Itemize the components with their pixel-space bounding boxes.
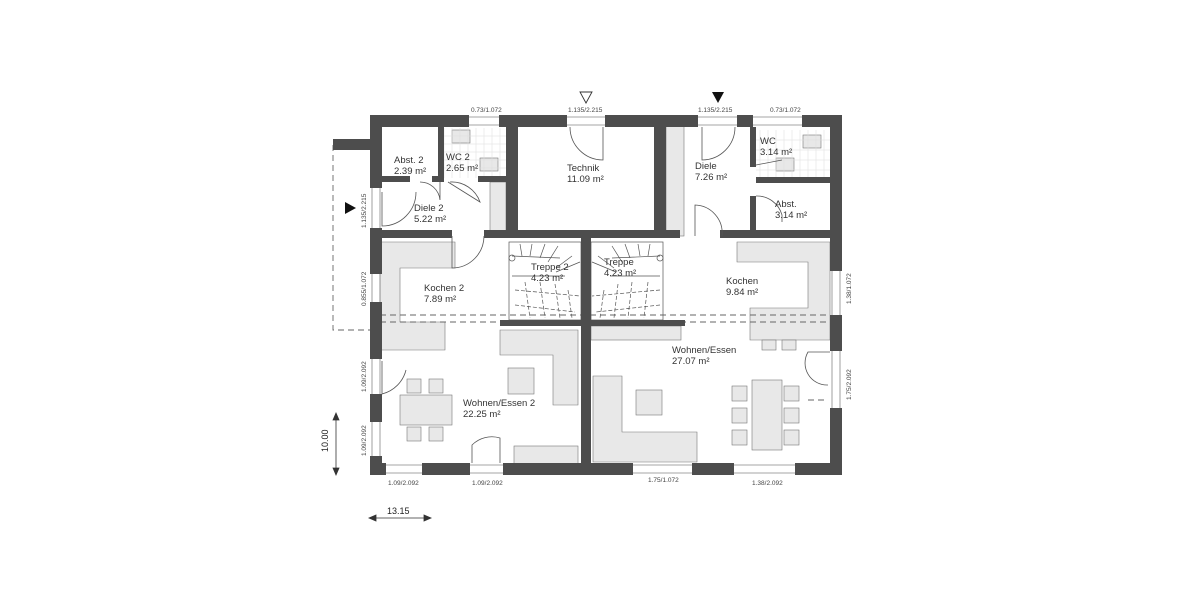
room-area: 9.84 m² <box>726 287 759 298</box>
dim-top-window-left: 0.73/1.072 <box>471 107 502 114</box>
room-label-abst: Abst.3.14 m² <box>775 199 807 221</box>
overall-dimension-arrows <box>332 411 433 522</box>
dim-bottom-window-left: 1.09/2.092 <box>388 480 419 487</box>
dim-top-door-technik: 1.135/2.215 <box>568 107 603 114</box>
room-area: 3.14 m² <box>760 147 793 158</box>
entrance-outline-icon <box>579 91 593 104</box>
room-name: Wohnen/Essen 2 <box>463 398 536 409</box>
room-area: 27.07 m² <box>672 356 710 367</box>
room-name: WC 2 <box>446 152 470 163</box>
dim-right-door-wohnen: 1.75/2.092 <box>846 369 853 400</box>
room-area: 4.23 m² <box>604 268 637 279</box>
entrance-filled-icon <box>345 202 356 214</box>
room-area: 7.26 m² <box>695 172 728 183</box>
room-area: 11.09 m² <box>567 174 604 185</box>
room-area: 5.22 m² <box>414 214 447 225</box>
room-area: 3.14 m² <box>775 210 808 221</box>
door-swings <box>381 126 830 463</box>
room-name: Kochen 2 <box>424 283 465 294</box>
dim-bottom-door-left: 1.09/2.092 <box>472 480 503 487</box>
room-name: Abst. 2 <box>394 155 424 166</box>
room-name: Diele 2 <box>414 203 444 214</box>
dim-left-window-lower: 1.09/2.092 <box>361 425 368 456</box>
room-name: Kochen <box>726 276 759 287</box>
wc-tiles <box>443 128 830 180</box>
room-name: Diele <box>695 161 717 172</box>
room-area: 2.65 m² <box>446 163 479 174</box>
room-name: Abst. <box>775 199 797 210</box>
dim-top-door-diele: 1.135/2.215 <box>698 107 733 114</box>
windows <box>371 116 841 474</box>
room-name: Wohnen/Essen <box>672 345 737 356</box>
room-name: Treppe 2 <box>531 262 569 273</box>
dim-left-door-diele-2: 1.135/2.215 <box>361 193 368 228</box>
room-area: 22.25 m² <box>463 409 501 420</box>
room-name: Technik <box>567 163 600 174</box>
room-name: Treppe <box>604 257 634 268</box>
entrance-filled-icon <box>712 92 724 103</box>
walls <box>333 115 842 475</box>
room-name: WC <box>760 136 776 147</box>
entrance-markers <box>345 91 724 214</box>
dim-bottom-window-right: 1.38/2.092 <box>752 480 783 487</box>
overall-depth-label: 10.00 <box>320 429 330 452</box>
dim-left-window-kochen-2: 0.855/1.072 <box>361 271 368 306</box>
overall-width-label: 13.15 <box>387 506 410 516</box>
dim-bottom-window-center: 1.75/1.072 <box>648 477 679 484</box>
room-area: 4.23 m² <box>531 273 564 284</box>
dim-left-window-upper: 1.09/2.092 <box>361 361 368 392</box>
room-area: 7.89 m² <box>424 294 457 305</box>
room-area: 2.39 m² <box>394 166 427 177</box>
dim-right-window-kochen: 1.38/1.072 <box>846 273 853 304</box>
stairs <box>508 241 664 321</box>
dim-top-window-right: 0.73/1.072 <box>770 107 801 114</box>
